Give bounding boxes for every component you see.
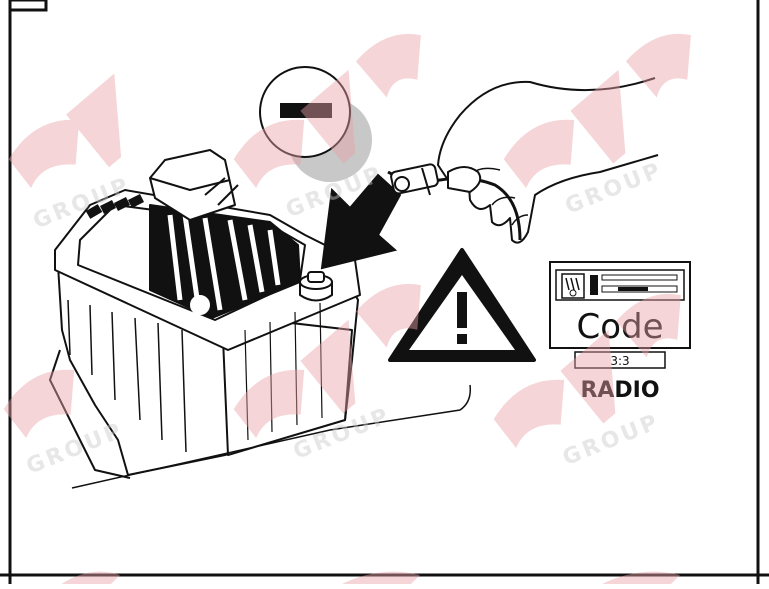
radio-display-value: 3:3 <box>610 354 629 368</box>
